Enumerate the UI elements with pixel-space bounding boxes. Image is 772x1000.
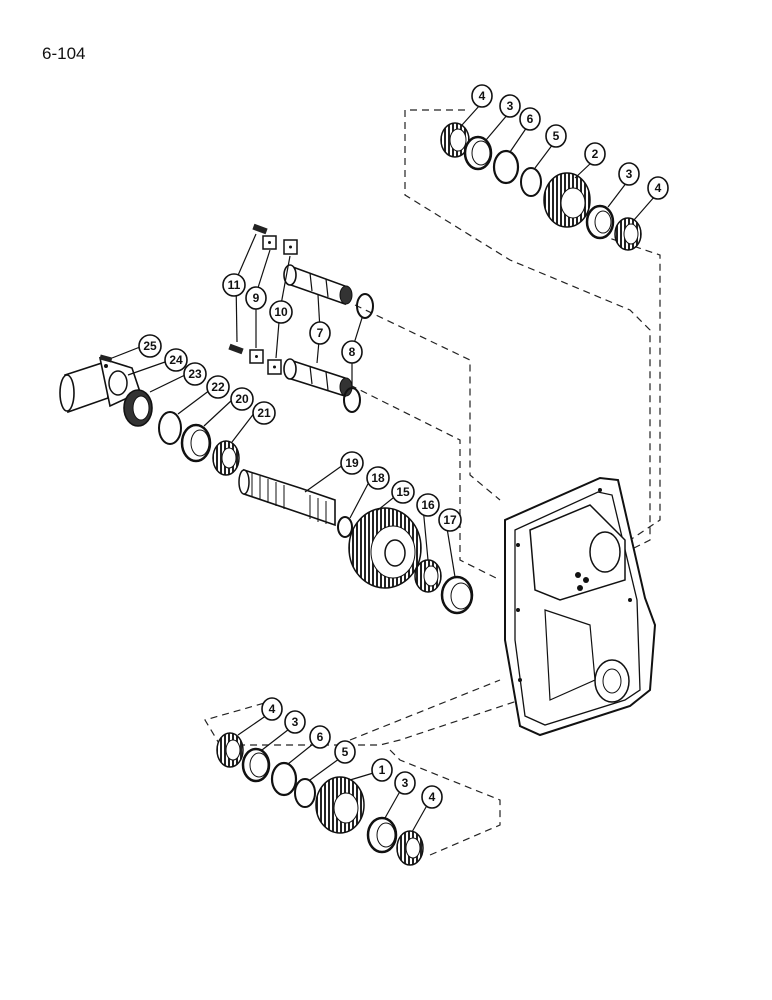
callout-6-top: 6 <box>519 107 541 131</box>
svg-text:3: 3 <box>626 167 633 181</box>
svg-text:22: 22 <box>211 380 225 394</box>
callout-15: 15 <box>391 480 415 504</box>
callout-3-bottom-a: 3 <box>284 710 306 734</box>
o-ring-8-upper <box>356 293 374 319</box>
svg-text:4: 4 <box>269 702 276 716</box>
svg-text:6: 6 <box>527 112 534 126</box>
callout-8: 8 <box>341 340 363 364</box>
bearing-cup-17 <box>440 575 474 615</box>
svg-text:4: 4 <box>655 181 662 195</box>
callout-4-bottom-b: 4 <box>421 785 443 809</box>
transmission-housing <box>504 476 657 737</box>
callout-2: 2 <box>584 142 606 166</box>
bolt-25 <box>99 354 113 363</box>
callout-23: 23 <box>183 362 207 386</box>
callout-20: 20 <box>230 387 254 411</box>
bolt-11-upper <box>252 223 268 235</box>
svg-text:3: 3 <box>507 99 514 113</box>
callout-18: 18 <box>366 466 390 490</box>
callout-1: 1 <box>371 758 393 782</box>
svg-text:1: 1 <box>379 763 386 777</box>
svg-text:23: 23 <box>188 367 202 381</box>
bearing-cup-3-top-a <box>463 135 493 171</box>
callout-19: 19 <box>340 451 364 475</box>
callout-25: 25 <box>138 334 162 358</box>
callout-24: 24 <box>164 348 188 372</box>
snap-ring-22 <box>158 411 182 445</box>
plate-10-lower <box>267 359 282 375</box>
bearing-cone-21 <box>212 440 240 476</box>
svg-text:16: 16 <box>421 498 435 512</box>
svg-text:15: 15 <box>396 485 410 499</box>
shim-6-top <box>492 149 520 185</box>
svg-text:2: 2 <box>592 147 599 161</box>
bearing-cone-16 <box>414 559 442 593</box>
bearing-cup-20 <box>180 423 212 463</box>
gear-1 <box>315 776 365 834</box>
svg-text:3: 3 <box>292 715 299 729</box>
callout-4-top-b: 4 <box>647 176 669 200</box>
plate-10-upper <box>283 239 298 255</box>
output-gear-15 <box>348 507 422 589</box>
callout-7: 7 <box>309 321 331 345</box>
svg-text:21: 21 <box>257 406 271 420</box>
bearing-cone-4-bottom-b <box>396 830 424 866</box>
callout-5-top: 5 <box>545 124 567 148</box>
svg-text:7: 7 <box>317 326 324 340</box>
svg-text:17: 17 <box>443 513 457 527</box>
svg-text:20: 20 <box>235 392 249 406</box>
callout-3-top-b: 3 <box>618 162 640 186</box>
bolt-11-lower <box>228 343 244 355</box>
callout-17: 17 <box>438 508 462 532</box>
output-shaft-19 <box>238 468 336 527</box>
plate-9-upper <box>262 235 277 250</box>
svg-text:10: 10 <box>274 305 288 319</box>
callout-3-top-a: 3 <box>499 94 521 118</box>
callout-11: 11 <box>222 273 246 297</box>
callout-21: 21 <box>252 401 276 425</box>
snap-ring-5-top <box>520 167 542 197</box>
shim-6-bottom <box>270 761 298 797</box>
callout-4-bottom-a: 4 <box>261 697 283 721</box>
callout-6-bottom: 6 <box>309 725 331 749</box>
callout-16: 16 <box>416 493 440 517</box>
gear-2 <box>543 172 591 228</box>
bearing-cup-3-bottom-a <box>241 747 271 783</box>
svg-text:5: 5 <box>342 745 349 759</box>
callout-5-bottom: 5 <box>334 740 356 764</box>
bearing-cone-4-top-a <box>440 122 470 158</box>
callout-3-bottom-b: 3 <box>394 771 416 795</box>
bearing-23 <box>123 389 153 427</box>
page-number: 6-104 <box>42 44 86 63</box>
bearing-cone-4-top-b <box>614 217 642 251</box>
o-ring-8-lower <box>343 387 361 413</box>
callout-9: 9 <box>245 286 267 310</box>
svg-text:4: 4 <box>429 790 436 804</box>
svg-text:4: 4 <box>479 89 486 103</box>
dashed-assembly-lines <box>204 109 661 856</box>
snap-ring-5-bottom <box>294 778 316 808</box>
callout-10: 10 <box>269 300 293 324</box>
svg-text:6: 6 <box>317 730 324 744</box>
bearing-cup-3-top-b <box>585 204 615 240</box>
callout-22: 22 <box>206 375 230 399</box>
svg-text:3: 3 <box>402 776 409 790</box>
callouts: 4 3 6 5 2 3 4 11 9 10 7 8 25 24 23 22 20… <box>138 84 669 809</box>
plate-9-lower <box>249 349 264 364</box>
callout-4-top-a: 4 <box>471 84 493 108</box>
snap-ring-18 <box>337 516 353 538</box>
svg-text:25: 25 <box>143 339 157 353</box>
bearing-cup-3-bottom-b <box>366 816 398 854</box>
svg-text:24: 24 <box>169 353 183 367</box>
svg-text:19: 19 <box>345 456 359 470</box>
pivot-shaft-7-lower <box>283 358 353 398</box>
svg-text:8: 8 <box>349 345 356 359</box>
svg-text:9: 9 <box>253 291 260 305</box>
bearing-cone-4-bottom-a <box>216 732 244 768</box>
svg-text:11: 11 <box>228 278 241 292</box>
svg-text:18: 18 <box>371 471 385 485</box>
svg-text:5: 5 <box>553 129 560 143</box>
